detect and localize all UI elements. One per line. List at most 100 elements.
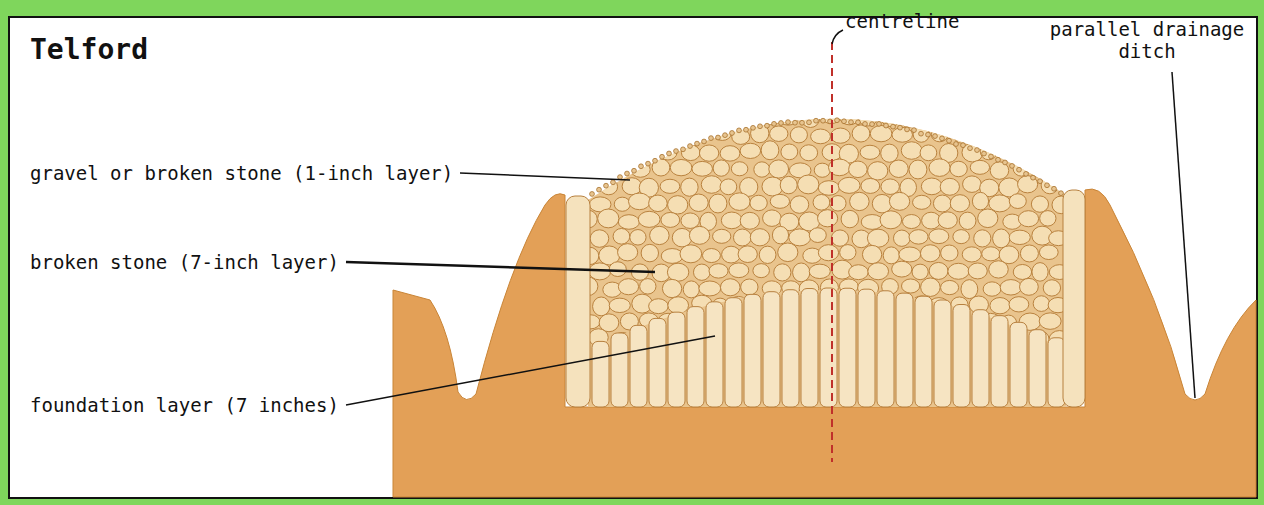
broken-stone (1000, 111, 1018, 127)
broken-stone (938, 212, 957, 229)
broken-stone (618, 279, 638, 295)
broken-stone (701, 108, 723, 125)
broken-stone (683, 281, 699, 298)
broken-stone (713, 229, 731, 243)
broken-stone (920, 112, 940, 127)
broken-stone (649, 195, 668, 212)
broken-stone (763, 210, 782, 226)
broken-stone (990, 298, 1010, 314)
foundation-stone (592, 341, 609, 407)
gravel (653, 158, 658, 163)
gravel (730, 131, 735, 136)
broken-stone (1014, 129, 1030, 143)
kerb-stone (566, 196, 590, 407)
broken-stone (1018, 211, 1038, 227)
broken-stone (780, 176, 797, 193)
broken-stone (590, 161, 607, 177)
broken-stone (1039, 110, 1058, 129)
layer-label: foundation layer (7 inches) (30, 394, 339, 416)
broken-stone (941, 280, 959, 294)
foundation-stone (668, 312, 685, 407)
gravel (660, 154, 665, 159)
broken-stone (909, 160, 927, 179)
gravel (695, 141, 700, 146)
broken-stone (902, 215, 920, 229)
broken-stone (929, 262, 948, 279)
foundation-stone (782, 290, 799, 407)
broken-stone (790, 196, 809, 214)
gravel (800, 120, 805, 125)
broken-stone (631, 162, 651, 177)
broken-stone (720, 179, 737, 195)
broken-stone (793, 263, 810, 282)
gravel (919, 131, 924, 136)
broken-stone (870, 125, 892, 141)
broken-stone (1039, 245, 1058, 260)
foundation-stone (763, 292, 780, 407)
broken-stone (954, 128, 970, 143)
broken-stone (1009, 194, 1026, 209)
foundation-stone (611, 333, 628, 407)
broken-stone (1028, 125, 1050, 142)
broken-stone (921, 278, 941, 296)
broken-stone (969, 126, 989, 144)
broken-stone (860, 145, 880, 159)
foundation-stone (744, 294, 761, 407)
broken-stone (761, 141, 779, 160)
broken-stone (883, 247, 899, 264)
broken-stone (1039, 313, 1061, 329)
gravel (807, 120, 812, 125)
broken-stone (667, 263, 688, 281)
broken-stone (968, 263, 987, 279)
broken-stone (750, 229, 769, 246)
gravel (835, 118, 840, 123)
foundation-stone (896, 293, 913, 407)
broken-stone (649, 299, 669, 314)
gravel-layer (590, 118, 1064, 197)
leader-line (832, 30, 843, 44)
broken-stone (1030, 162, 1046, 178)
foundation-stone (915, 296, 932, 407)
foundation-stone (858, 289, 875, 407)
broken-stone (614, 197, 630, 211)
broken-stone (751, 124, 769, 143)
broken-stone (699, 145, 718, 161)
foundation-stone (649, 318, 666, 407)
broken-stone (741, 279, 758, 295)
ground (393, 189, 1256, 497)
broken-stone (962, 247, 981, 262)
broken-stone (750, 195, 767, 210)
broken-stone (740, 143, 761, 158)
gravel (961, 143, 966, 148)
broken-stone (642, 109, 661, 126)
broken-stone (929, 229, 949, 244)
gravel (1038, 179, 1043, 184)
broken-stone (1018, 176, 1038, 193)
layer-label: broken stone (7-inch layer) (30, 251, 339, 273)
broken-stone (1033, 296, 1049, 312)
diagram-title: Telford (30, 34, 148, 66)
broken-stone (813, 194, 830, 210)
foundation-stone (820, 288, 837, 407)
gravel (849, 120, 854, 125)
broken-stone (790, 127, 807, 143)
layer-label: gravel or broken stone (1-inch layer) (30, 162, 453, 184)
broken-stone (598, 209, 619, 228)
broken-stone (770, 126, 788, 141)
broken-stone (940, 178, 959, 195)
broken-stone (901, 142, 922, 160)
gravel (912, 128, 917, 133)
foundation-stone (1010, 322, 1027, 407)
kerb-stone (1063, 190, 1085, 407)
broken-stone (913, 195, 931, 209)
broken-stone (613, 228, 630, 244)
gravel (968, 146, 973, 151)
broken-stone (818, 181, 839, 196)
broken-stone (638, 211, 660, 227)
gravel (744, 127, 749, 132)
gravel (737, 128, 742, 133)
broken-stone (631, 127, 652, 143)
broken-stone (1000, 280, 1021, 295)
broken-stone (731, 162, 748, 176)
foundation-stone (839, 288, 856, 407)
